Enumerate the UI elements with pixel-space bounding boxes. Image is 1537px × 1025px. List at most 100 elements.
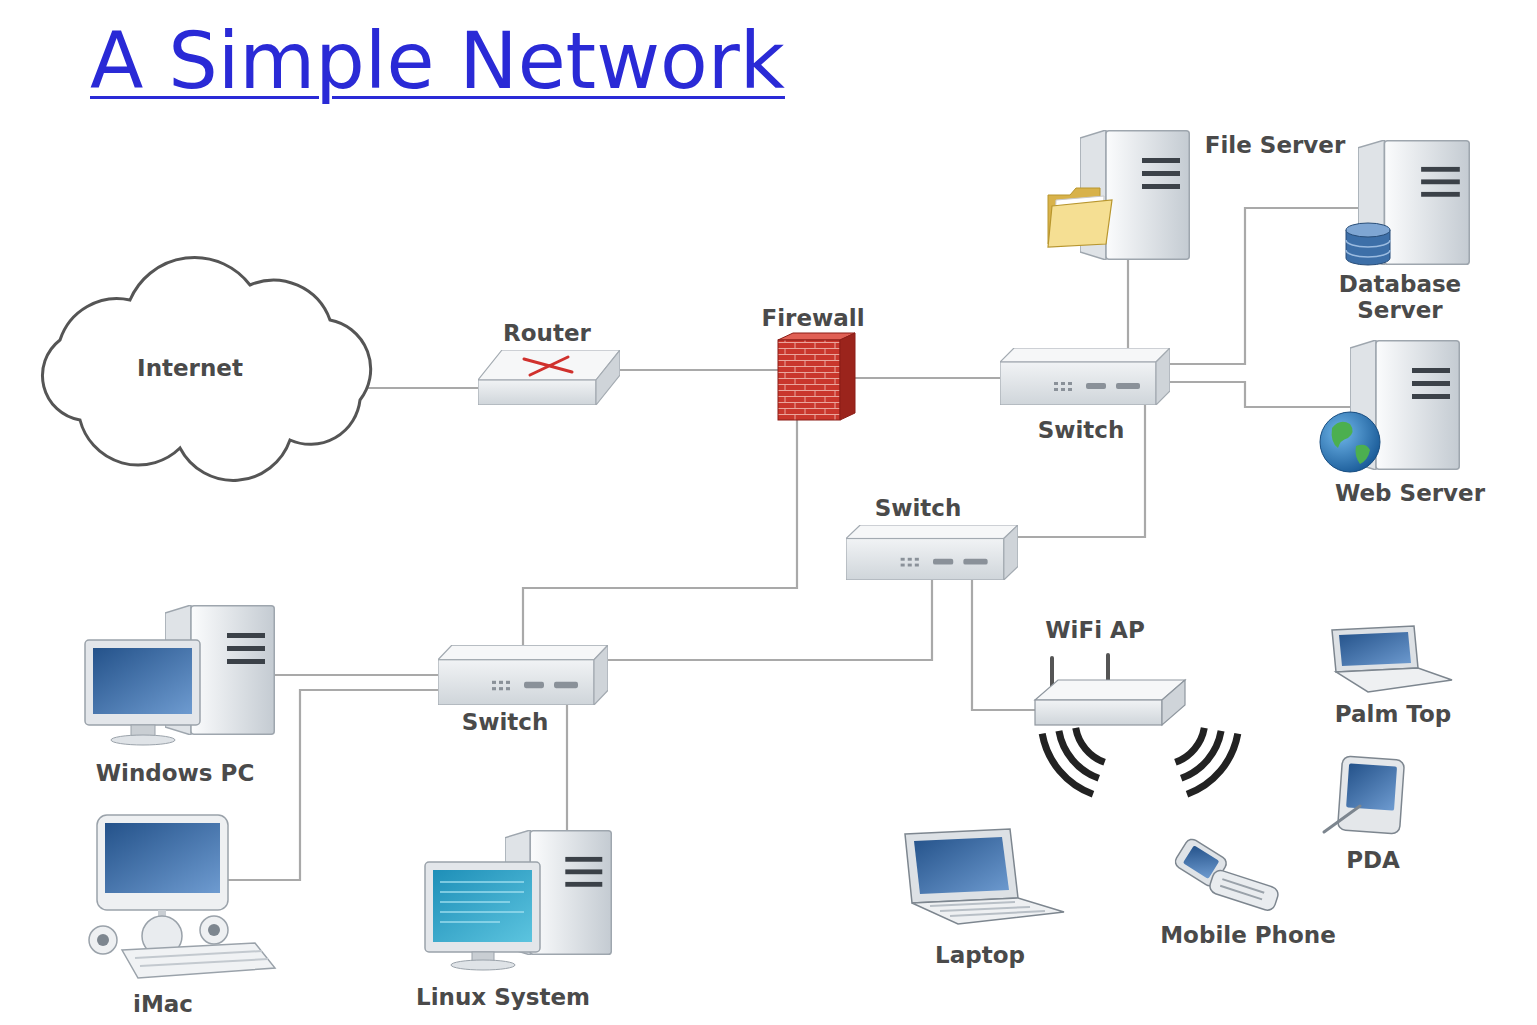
firewall-node: Firewall bbox=[778, 333, 855, 420]
switch-icon-part bbox=[438, 645, 608, 705]
workstation-node: iMac bbox=[92, 815, 228, 990]
device-label: File Server bbox=[1205, 132, 1346, 158]
database-server-icon-part bbox=[1346, 240, 1390, 257]
network-link bbox=[1170, 382, 1350, 407]
pda-icon-part bbox=[1346, 763, 1397, 810]
link-group bbox=[228, 208, 1358, 880]
firewall-icon-part bbox=[778, 340, 840, 420]
imac-icon-part bbox=[89, 926, 117, 954]
imac-icon bbox=[89, 815, 275, 978]
web-server-icon-part bbox=[1350, 340, 1459, 470]
cloud-icon bbox=[42, 257, 370, 480]
device-label: Switch bbox=[462, 709, 549, 735]
palm-top-icon-part bbox=[1336, 668, 1452, 692]
network-link bbox=[1018, 405, 1145, 537]
database-server-icon-part bbox=[1346, 223, 1390, 237]
router-node: Router bbox=[478, 350, 620, 405]
firewall-icon bbox=[778, 333, 855, 420]
linux-system-icon bbox=[425, 830, 611, 970]
network-link bbox=[1127, 260, 1129, 348]
switch-icon-part bbox=[846, 525, 1018, 580]
pda-icon-part bbox=[1324, 806, 1360, 832]
workstation-node: Linux System bbox=[425, 830, 612, 970]
network-link bbox=[363, 387, 478, 389]
wifi-access-point-icon-part bbox=[1162, 680, 1185, 725]
mobile-phone-icon-part bbox=[1208, 868, 1280, 912]
network-link bbox=[855, 377, 1000, 379]
file-server-icon-part bbox=[1048, 200, 1112, 247]
device-label: PDA bbox=[1346, 847, 1400, 873]
mobile-phone-icon-part-part bbox=[1220, 879, 1264, 899]
wireless-waves-part bbox=[1076, 728, 1105, 763]
cloud-node: Internet bbox=[35, 262, 363, 452]
database-server-icon bbox=[1346, 140, 1469, 265]
router-icon bbox=[478, 350, 620, 405]
laptop-icon-part bbox=[912, 898, 1064, 924]
laptop-icon-part bbox=[914, 837, 1009, 894]
switch-icon-part bbox=[1000, 348, 1170, 405]
palm-top-icon-part bbox=[1332, 626, 1418, 672]
network-link bbox=[972, 580, 1035, 710]
wifi-access-point-icon-part bbox=[1035, 680, 1185, 700]
linux-system-icon-part bbox=[433, 870, 532, 942]
palm-top-icon-part bbox=[1339, 632, 1411, 666]
linux-system-icon-part bbox=[451, 960, 515, 970]
switch-icon bbox=[1000, 348, 1170, 405]
network-link bbox=[275, 674, 438, 676]
device-label: Laptop bbox=[935, 942, 1025, 968]
web-server-icon-part bbox=[1320, 412, 1380, 472]
device-label: Firewall bbox=[761, 305, 864, 331]
imac-icon-part bbox=[97, 815, 228, 910]
laptop-node: Laptop bbox=[900, 828, 1065, 925]
device-label: Router bbox=[503, 320, 591, 346]
device-label: Switch bbox=[1038, 417, 1125, 443]
pda-icon bbox=[1324, 756, 1405, 834]
network-link bbox=[1170, 208, 1358, 364]
server-node: Web Server bbox=[1350, 340, 1460, 470]
laptop-icon-part bbox=[930, 902, 1045, 916]
web-server-icon-part bbox=[1356, 445, 1371, 464]
mobile-phone-icon-part-part bbox=[1208, 868, 1280, 912]
windows-pc-icon bbox=[85, 605, 274, 745]
imac-icon-part bbox=[135, 951, 268, 966]
wireless-waves-part bbox=[1175, 728, 1204, 763]
pda-icon-part bbox=[1337, 756, 1404, 834]
device-label: Switch bbox=[875, 495, 962, 521]
switch-icon bbox=[438, 645, 608, 705]
wireless-waves-part bbox=[1059, 731, 1099, 779]
laptop-icon-part bbox=[905, 829, 1018, 903]
wireless-waves-part bbox=[1187, 734, 1238, 795]
device-label: Web Server bbox=[1335, 480, 1485, 506]
switch-node: Switch bbox=[438, 645, 608, 705]
laptop-icon bbox=[905, 829, 1064, 924]
network-link bbox=[523, 420, 797, 645]
imac-icon-part bbox=[208, 924, 220, 936]
wifi-access-point-icon-part bbox=[1035, 700, 1162, 725]
server-node: Database Server bbox=[1358, 140, 1470, 265]
phone-node: Mobile Phone bbox=[1170, 842, 1278, 910]
palm-top-icon bbox=[1332, 626, 1452, 692]
pda-node: PDA bbox=[1325, 755, 1405, 835]
network-link bbox=[608, 580, 932, 660]
device-label: Windows PC bbox=[96, 760, 255, 786]
device-label: Palm Top bbox=[1335, 701, 1452, 727]
workstation-node: Windows PC bbox=[85, 605, 275, 745]
linux-system-icon-part bbox=[440, 882, 524, 922]
firewall-icon-part bbox=[840, 333, 855, 420]
wireless-waves-part bbox=[1042, 734, 1093, 795]
linux-system-icon-part bbox=[425, 862, 540, 952]
device-label: Mobile Phone bbox=[1160, 922, 1336, 948]
imac-icon-part bbox=[122, 943, 275, 978]
device-label: Database Server bbox=[1325, 271, 1475, 324]
wifi-access-point-icon bbox=[1035, 655, 1185, 725]
imac-icon-part bbox=[200, 916, 228, 944]
access-point-node: WiFi AP bbox=[1035, 652, 1185, 725]
router-icon-part bbox=[478, 350, 620, 405]
wireless-waves-part bbox=[1181, 731, 1221, 779]
diagram-title: A Simple Network bbox=[90, 22, 785, 100]
windows-pc-icon-part bbox=[131, 725, 155, 736]
windows-pc-icon-part bbox=[93, 648, 192, 714]
web-server-icon bbox=[1320, 340, 1459, 472]
